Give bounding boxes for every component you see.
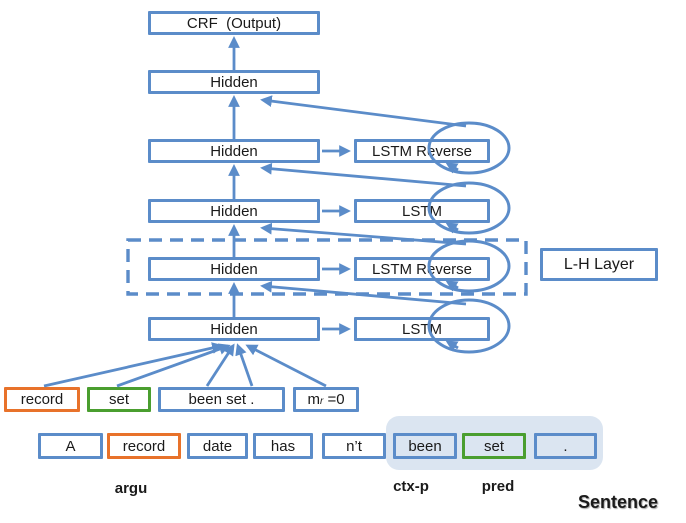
hidden-box-1: Hidden	[148, 139, 320, 163]
pred-label: pred	[481, 477, 515, 495]
input-arrows	[43, 342, 327, 388]
lstm-box-2: LSTM	[354, 317, 490, 341]
region-mark-subscript: r	[319, 396, 324, 407]
hidden-box-2: Hidden	[148, 199, 320, 223]
hidden-box-top: Hidden	[148, 70, 320, 94]
lh-layer-legend-box: L-H Layer	[540, 248, 658, 281]
sentence-word-box: n’t	[322, 433, 386, 459]
argu-label: argu	[114, 479, 148, 497]
horizontal-arrows	[322, 145, 351, 335]
sentence-word-box-predicate: set	[462, 433, 526, 459]
lstm-reverse-box-2: LSTM Reverse	[354, 257, 490, 281]
lstm-reverse-box-1: LSTM Reverse	[354, 139, 490, 163]
sentence-word-box: date	[187, 433, 248, 459]
sentence-word-box: has	[253, 433, 313, 459]
sentence-word-box-argument: record	[107, 433, 181, 459]
region-mark-base: m	[307, 391, 320, 408]
sentence-word-box: A	[38, 433, 103, 459]
sentence-label: Sentence	[577, 492, 659, 512]
hidden-box-3: Hidden	[148, 257, 320, 281]
feature-predicate-box: set	[87, 387, 151, 412]
predicate-context-highlight	[386, 416, 603, 470]
crf-output-box: CRF (Output)	[148, 11, 320, 35]
region-mark-value: =0	[323, 391, 345, 408]
hidden-box-4: Hidden	[148, 317, 320, 341]
ctx-p-label: ctx-p	[393, 477, 429, 495]
sentence-word-box: .	[534, 433, 597, 459]
feature-context-box: been set .	[158, 387, 285, 412]
sentence-word-box-context: been	[393, 433, 457, 459]
feature-argument-box: record	[4, 387, 80, 412]
lstm-box-1: LSTM	[354, 199, 490, 223]
